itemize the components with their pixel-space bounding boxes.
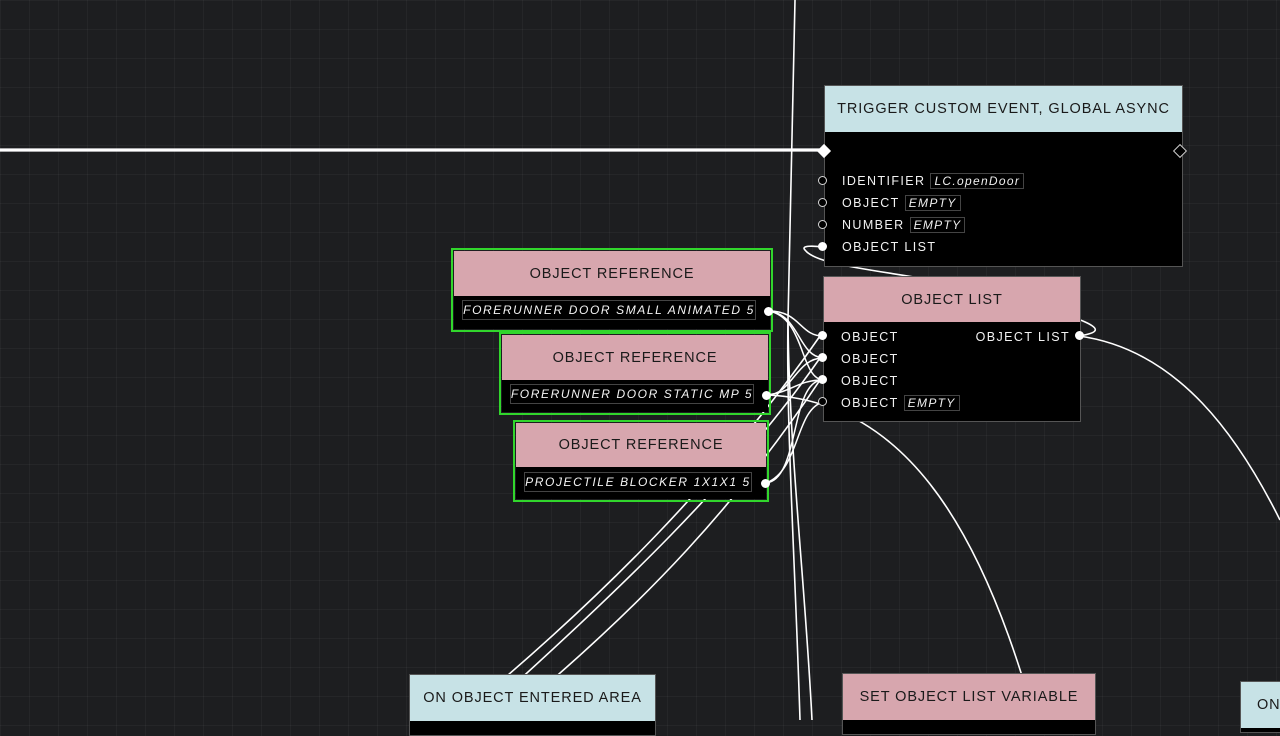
- pin-object[interactable]: OBJECT: [841, 328, 899, 346]
- object-reference-node-3[interactable]: OBJECT REFERENCE PROJECTILE BLOCKER 1X1X…: [513, 420, 769, 502]
- wire: [768, 310, 824, 337]
- node-title: ON: [1241, 682, 1280, 728]
- output-object-list: OBJECT LIST: [976, 328, 1070, 346]
- object-reference-value[interactable]: FORERUNNER DOOR STATIC MP 5: [510, 384, 754, 404]
- trigger-custom-event-node[interactable]: TRIGGER CUSTOM EVENT, GLOBAL ASYNC IDENT…: [824, 85, 1183, 267]
- node-title: SET OBJECT LIST VARIABLE: [843, 674, 1095, 720]
- wire: [1078, 335, 1280, 521]
- pin-label: OBJECT LIST: [842, 240, 937, 254]
- input-pin-object[interactable]: [818, 198, 827, 207]
- wire: [766, 357, 824, 396]
- on-object-entered-area-node[interactable]: ON OBJECT ENTERED AREA: [409, 674, 656, 736]
- pin-label: OBJECT: [841, 396, 899, 410]
- node-title: TRIGGER CUSTOM EVENT, GLOBAL ASYNC: [825, 86, 1182, 132]
- pin-label: OBJECT: [841, 352, 899, 366]
- input-pin-identifier[interactable]: [818, 176, 827, 185]
- input-pin-object-2[interactable]: [818, 353, 827, 362]
- input-pin-object-1[interactable]: [818, 331, 827, 340]
- object-reference-node-2[interactable]: OBJECT REFERENCE FORERUNNER DOOR STATIC …: [499, 332, 771, 415]
- output-pin-object-reference-1[interactable]: [764, 307, 773, 316]
- input-pin-object-3[interactable]: [818, 375, 827, 384]
- input-pin-object-4[interactable]: [818, 397, 827, 406]
- pin-object[interactable]: OBJECT EMPTY: [842, 194, 961, 212]
- pin-object[interactable]: OBJECT: [841, 350, 899, 368]
- offscreen-event-node[interactable]: ON: [1240, 681, 1280, 733]
- wire: [786, 0, 801, 720]
- set-object-list-variable-node[interactable]: SET OBJECT LIST VARIABLE: [842, 673, 1096, 735]
- pin-label: OBJECT: [841, 374, 899, 388]
- input-pin-object-list[interactable]: [818, 242, 827, 251]
- pin-number[interactable]: NUMBER EMPTY: [842, 216, 966, 234]
- pin-label: OBJECT: [841, 330, 899, 344]
- node-title: OBJECT REFERENCE: [502, 335, 768, 380]
- pin-value-number[interactable]: EMPTY: [909, 217, 966, 233]
- output-pin-object-reference-3[interactable]: [761, 479, 770, 488]
- node-title: OBJECT REFERENCE: [516, 423, 766, 467]
- pin-label: NUMBER: [842, 218, 905, 232]
- pin-object[interactable]: OBJECT: [841, 372, 899, 390]
- pin-label: OBJECT: [842, 196, 900, 210]
- output-pin-object-list[interactable]: [1075, 331, 1084, 340]
- wire: [766, 394, 1036, 720]
- pin-object[interactable]: OBJECT EMPTY: [841, 394, 960, 412]
- object-reference-node-1[interactable]: OBJECT REFERENCE FORERUNNER DOOR SMALL A…: [451, 248, 773, 332]
- output-pin-object-reference-2[interactable]: [762, 391, 771, 400]
- node-title: OBJECT REFERENCE: [454, 251, 770, 296]
- pin-identifier[interactable]: IDENTIFIER LC.openDoor: [842, 172, 1025, 190]
- pin-value-object[interactable]: EMPTY: [903, 395, 960, 411]
- wire: [766, 379, 824, 396]
- wire: [768, 310, 824, 381]
- pin-label: IDENTIFIER: [842, 174, 926, 188]
- wire: [768, 310, 824, 359]
- wire: [765, 379, 824, 484]
- wire: [787, 319, 813, 720]
- input-pin-number[interactable]: [818, 220, 827, 229]
- object-list-node[interactable]: OBJECT LIST OBJECT OBJECT OBJECT OBJECT …: [823, 276, 1081, 422]
- pin-object-list[interactable]: OBJECT LIST: [842, 238, 936, 256]
- object-reference-value[interactable]: PROJECTILE BLOCKER 1X1X1 5: [524, 472, 752, 492]
- node-title: ON OBJECT ENTERED AREA: [410, 675, 655, 721]
- wire: [474, 357, 821, 720]
- pin-label: OBJECT LIST: [975, 330, 1070, 344]
- wire: [765, 401, 824, 484]
- node-title: OBJECT LIST: [824, 277, 1080, 322]
- pin-value-identifier[interactable]: LC.openDoor: [930, 173, 1025, 189]
- pin-value-object[interactable]: EMPTY: [904, 195, 961, 211]
- object-reference-value[interactable]: FORERUNNER DOOR SMALL ANIMATED 5: [462, 300, 756, 320]
